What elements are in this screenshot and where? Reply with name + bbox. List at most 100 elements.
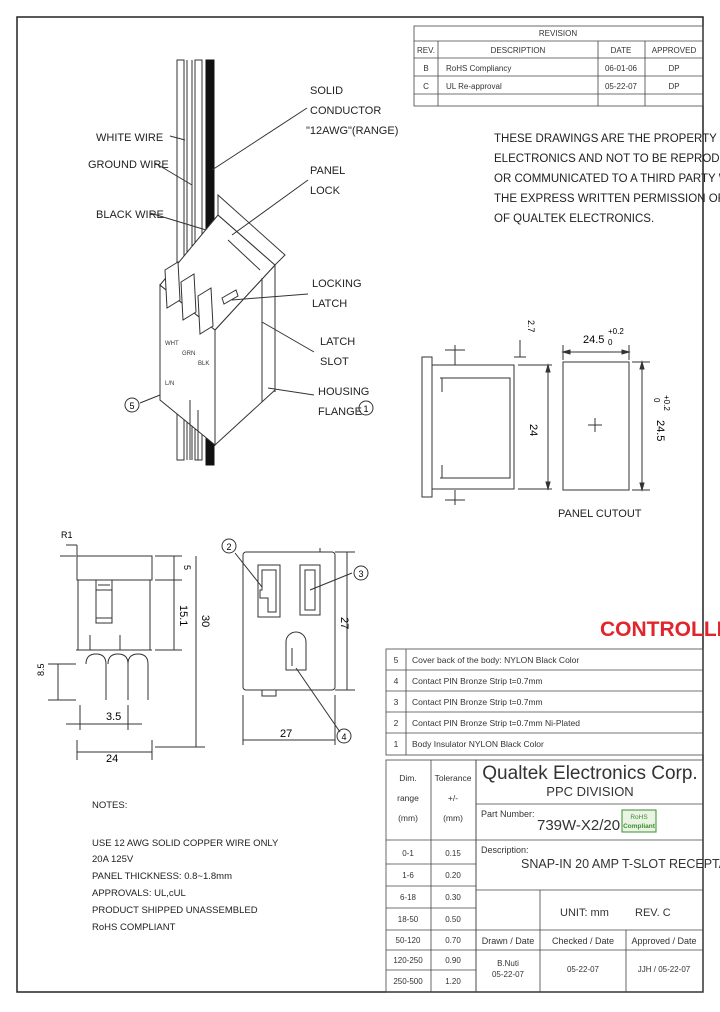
parts-list-table xyxy=(385,648,704,756)
company-name: Qualtek Electronics Corp. xyxy=(482,763,697,784)
black-wire-label: BLACK WIRE xyxy=(96,209,164,221)
balloon-3: 3 xyxy=(353,565,369,581)
revision-row-rev: C xyxy=(423,82,429,91)
notes-line: APPROVALS: UL,cUL xyxy=(92,888,186,899)
svg-text:L/N: L/N xyxy=(165,381,174,387)
dim-5: 5 xyxy=(182,565,192,570)
tolerance-header-tol: +/- xyxy=(448,793,458,803)
tolerance-value-cell: 1.20 xyxy=(445,977,461,986)
notes-line: USE 12 AWG SOLID COPPER WIRE ONLY xyxy=(92,838,279,849)
dim-27-horizontal: 27 xyxy=(280,728,292,740)
rohs-badge: RoHS Compliant xyxy=(621,809,657,833)
locking-latch-label: LATCH xyxy=(312,298,347,310)
cutout-width: 24.5 xyxy=(583,334,604,346)
unit-value: UNIT: mm xyxy=(560,907,609,919)
tolerance-header-dim: (mm) xyxy=(398,813,418,823)
balloon-5-number: 5 xyxy=(129,401,134,411)
part-number-value: 739W-X2/20 xyxy=(537,817,620,834)
tolerance-value-cell: 0.70 xyxy=(445,936,461,945)
notice-line: ELECTRONICS AND NOT TO BE REPRODUCED FOR xyxy=(494,153,720,165)
revision-row-description: UL Re-approval xyxy=(446,82,502,91)
tolerance-value-cell: 0.15 xyxy=(445,849,461,858)
notice-line: THESE DRAWINGS ARE THE PROPERTY OF QUALT… xyxy=(494,133,720,145)
tolerance-range-cell: 250-500 xyxy=(393,977,423,986)
panel-cutout-label: PANEL CUTOUT xyxy=(558,508,642,520)
tolerance-header-tol: Tolerance xyxy=(435,773,472,783)
balloon-5: 5 xyxy=(124,397,140,413)
white-wire-label: WHITE WIRE xyxy=(96,132,163,144)
svg-text:BLK: BLK xyxy=(198,361,209,367)
revision-table xyxy=(413,25,704,107)
cutout-height-tol-bottom: 0 xyxy=(652,398,661,403)
description-value: SNAP-IN 20 AMP T-SLOT RECEPTACLE xyxy=(521,857,720,871)
division-name: PPC DIVISION xyxy=(546,784,633,799)
panel-lock-label: PANEL xyxy=(310,165,345,177)
revision-row-date: 06-01-06 xyxy=(605,64,638,73)
balloon-1: 1 xyxy=(358,400,374,416)
cutout-height-tol-top: +0.2 xyxy=(662,395,671,411)
revision-row-approved: DP xyxy=(668,82,679,91)
svg-text:WHT: WHT xyxy=(165,341,179,347)
cutout-width-tol-top: +0.2 xyxy=(608,327,624,336)
part-description-cell: Body Insulator NYLON Black Color xyxy=(412,739,544,749)
revision-header-date: DATE xyxy=(611,46,632,55)
balloon-2-number: 2 xyxy=(226,542,231,552)
tolerance-value-cell: 0.20 xyxy=(445,871,461,880)
drawn-by: B.Nuti xyxy=(497,959,519,968)
locking-latch-label: LOCKING xyxy=(312,278,362,290)
part-number-cell: 5 xyxy=(394,655,399,665)
housing-flange-label: HOUSING xyxy=(318,386,369,398)
property-notice: THESE DRAWINGS ARE THE PROPERTY OF QUALT… xyxy=(494,133,720,225)
part-number-cell: 4 xyxy=(394,676,399,686)
part-number-cell: 1 xyxy=(394,739,399,749)
revision-title: REVISION xyxy=(539,29,577,38)
tolerance-range-cell: 1-6 xyxy=(402,871,414,880)
tolerance-value-cell: 0.90 xyxy=(445,956,461,965)
notice-line: OF QUALTEK ELECTRONICS. xyxy=(494,213,654,225)
notes-section: NOTES: USE 12 AWG SOLID COPPER WIRE ONLY… xyxy=(92,800,279,933)
panel-cutout-view xyxy=(561,345,650,492)
drawn-date: 05-22-07 xyxy=(492,970,525,979)
notes-line: PRODUCT SHIPPED UNASSEMBLED xyxy=(92,905,258,916)
tolerance-range-cell: 50-120 xyxy=(396,936,421,945)
description-label: Description: xyxy=(481,845,529,855)
rohs-badge-line: Compliant xyxy=(623,823,656,830)
notes-line: RoHS COMPLIANT xyxy=(92,922,176,933)
approved-value: JJH / 05-22-07 xyxy=(638,965,691,974)
revision-header-approved: APPROVED xyxy=(652,46,697,55)
notes-line: 20A 125V xyxy=(92,854,134,865)
revision-row-description: RoHS Compliancy xyxy=(446,64,511,73)
tolerance-header-dim: range xyxy=(397,793,419,803)
tolerance-header-tol: (mm) xyxy=(443,813,463,823)
notice-line: THE EXPRESS WRITTEN PERMISSION OF AN OFF… xyxy=(494,193,720,205)
dim-8-5: 8.5 xyxy=(36,663,46,676)
checked-date: 05-22-07 xyxy=(567,965,600,974)
front-view xyxy=(234,548,355,745)
checked-label: Checked / Date xyxy=(552,936,614,946)
parts-list-rows: 5 Cover back of the body: NYLON Black Co… xyxy=(394,655,581,749)
cutout-width-tol-bottom: 0 xyxy=(608,338,613,347)
part-number-label: Part Number: xyxy=(481,809,535,819)
svg-text:GRN: GRN xyxy=(182,351,195,357)
tolerance-rows: 0-1 0.15 1-6 0.20 6-18 0.30 18-50 0.50 5… xyxy=(393,849,461,986)
rev-value: REV. C xyxy=(635,907,671,919)
housing-flange-label: FLANGE xyxy=(318,406,362,418)
tolerance-header-dim: Dim. xyxy=(399,773,416,783)
panel-side-view xyxy=(421,340,552,505)
dim-3-5: 3.5 xyxy=(106,711,121,723)
notes-line: PANEL THICKNESS: 0.8~1.8mm xyxy=(92,871,232,882)
balloon-3-number: 3 xyxy=(358,569,363,579)
revision-row-approved: DP xyxy=(668,64,679,73)
balloon-4: 4 xyxy=(336,728,352,744)
solid-conductor-label: "12AWG"(RANGE) xyxy=(306,125,398,137)
part-description-cell: Contact PIN Bronze Strip t=0.7mm Ni-Plat… xyxy=(412,718,580,728)
solid-conductor-label: SOLID xyxy=(310,85,343,97)
tolerance-header: Dim. range (mm) Tolerance +/- (mm) xyxy=(397,773,472,823)
part-number-cell: 3 xyxy=(394,697,399,707)
dim-24: 24 xyxy=(527,424,539,436)
latch-slot-label: LATCH xyxy=(320,336,355,348)
revision-row-date: 05-22-07 xyxy=(605,82,638,91)
panel-lock-label: LOCK xyxy=(310,185,341,197)
isometric-callouts: WHITE WIRE GROUND WIRE BLACK WIRE SOLID … xyxy=(88,85,398,418)
